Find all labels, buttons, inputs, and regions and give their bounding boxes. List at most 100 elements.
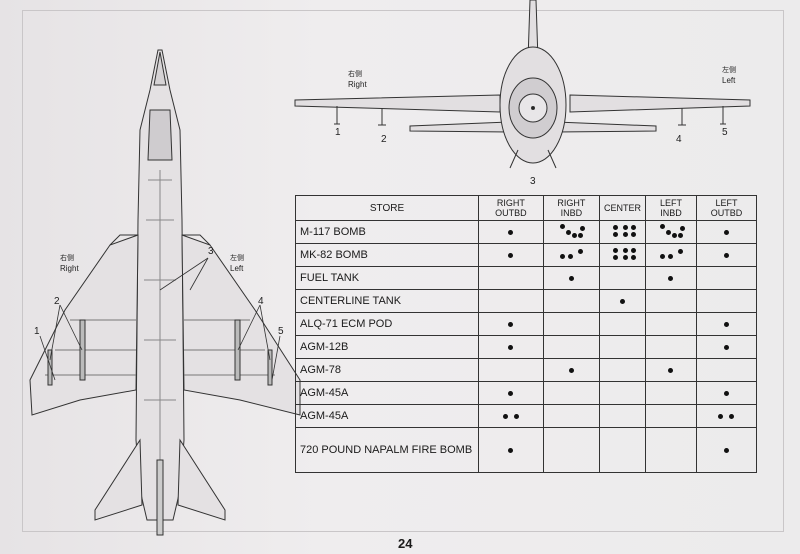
store-dot [631,247,637,253]
page-number: 24 [398,536,413,551]
top-left-label-cn: 左侧 [230,253,244,262]
station-cell-right-inbd [542,335,600,359]
store-dot [508,345,514,350]
store-dot [667,253,673,259]
store-dot [659,253,665,259]
station-cell-left-outbd [695,266,758,290]
multi-store-mark [609,224,637,238]
store-name: M-117 BOMB [295,220,479,244]
station-cell-right-inbd [542,243,600,267]
front-station-5: 5 [722,127,728,138]
table-row: M-117 BOMB [295,220,758,244]
station-cell-left-outbd [695,381,758,405]
station-cell-left-outbd [695,427,758,473]
station-cell-right-outbd [478,404,544,428]
station-cell-left-outbd [695,289,758,313]
station-cell-right-outbd [478,243,544,267]
store-name: AGM-12B [295,335,479,359]
station-cell-center [598,289,646,313]
table-row: MK-82 BOMB [295,243,758,267]
store-dot [723,253,729,258]
station-cell-right-inbd [542,312,600,336]
station-cell-left-inbd [644,358,697,382]
top-station-4: 4 [258,296,264,307]
store-name: CENTERLINE TANK [295,289,479,313]
store-dot [572,232,578,238]
table-row: AGM-78 [295,358,758,382]
header-center: CENTER [598,195,646,221]
store-name: AGM-45A [295,404,479,428]
station-cell-right-outbd [478,220,544,244]
station-cell-right-outbd [478,427,544,473]
station-cell-center [598,312,646,336]
station-cell-right-outbd [478,335,544,359]
store-dot [665,229,671,235]
store-dot [560,253,566,259]
station-cell-left-inbd [644,312,697,336]
station-cell-left-outbd [695,220,758,244]
top-station-2: 2 [54,296,60,307]
station-cell-right-inbd [542,427,600,473]
station-cell-left-inbd [644,335,697,359]
store-dot [718,414,724,419]
station-cell-center [598,381,646,405]
store-dot [623,231,629,237]
multi-store-mark [558,223,586,238]
store-name: 720 POUND NAPALM FIRE BOMB [295,427,479,473]
station-cell-left-inbd [644,427,697,473]
top-left-label: Left [230,264,244,273]
front-left-label-cn: 左侧 [722,65,736,74]
top-station-3: 3 [208,246,214,257]
multi-store-mark [658,223,685,238]
store-name: MK-82 BOMB [295,243,479,267]
table-row: 720 POUND NAPALM FIRE BOMB [295,427,758,473]
store-dot [502,414,508,419]
station-cell-left-outbd [695,312,758,336]
station-cell-right-inbd [542,381,600,405]
table-row: ALQ-71 ECM POD [295,312,758,336]
station-cell-right-outbd [478,358,544,382]
station-cell-right-inbd [542,289,600,313]
top-right-label: Right [60,264,79,273]
multi-store-mark [658,247,684,261]
station-cell-center [598,358,646,382]
front-station-3: 3 [530,176,536,187]
front-right-label-cn: 右侧 [348,69,362,78]
multi-store-mark [609,247,637,261]
front-station-4: 4 [676,134,682,145]
station-cell-center [598,427,646,473]
station-cell-right-inbd [542,358,600,382]
table-row: AGM-45A [295,404,758,428]
store-dot [677,232,683,238]
store-dot [723,345,729,350]
table-row: FUEL TANK [295,266,758,290]
front-left-label: Left [722,76,736,85]
front-station-2: 2 [381,134,387,145]
station-cell-left-outbd [695,243,758,267]
top-station-1: 1 [34,326,40,337]
store-dot [613,224,619,230]
station-cell-right-inbd [542,404,600,428]
store-dot [568,368,574,373]
station-cell-left-inbd [644,243,697,267]
store-dot [508,230,514,235]
header-left-outbd: LEFT OUTBD [695,195,758,221]
store-dot [508,391,514,396]
store-dot [623,224,629,230]
store-dot [560,223,566,229]
station-cell-right-inbd [542,266,600,290]
header-right-inbd: RIGHT INBD [542,195,600,221]
store-dot [631,254,637,260]
store-dot [623,247,629,253]
store-name: FUEL TANK [295,266,479,290]
store-dot [508,448,514,453]
station-cell-left-inbd [644,404,697,428]
header-right-outbd: RIGHT OUTBD [478,195,544,221]
header-left-inbd: LEFT INBD [644,195,697,221]
store-dot [613,231,619,237]
front-view-diagram: 1 2 3 4 5 右侧 Right 左侧 Left [294,0,751,187]
top-right-label-cn: 右侧 [60,253,74,262]
station-cell-left-inbd [644,266,697,290]
station-cell-right-inbd [542,220,600,244]
